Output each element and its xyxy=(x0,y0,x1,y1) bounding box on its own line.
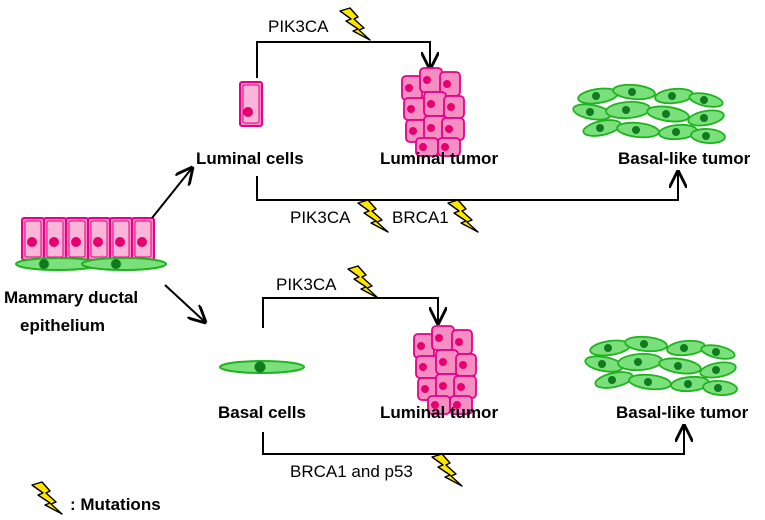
tumor-basal-nucleus xyxy=(662,110,670,118)
tumor-luminal-nucleus xyxy=(453,401,461,409)
tumor-basal-nucleus xyxy=(684,380,692,388)
tumor-basal-nucleus xyxy=(604,344,612,352)
luminal-tumor-bottom-label: Luminal tumor xyxy=(380,403,498,422)
luminal-nucleus xyxy=(243,107,253,117)
epithelium-label-line2: epithelium xyxy=(20,316,105,335)
lightning-bolt-icon xyxy=(31,481,63,515)
bolt-shape xyxy=(31,481,63,515)
luminal-nucleus xyxy=(137,237,147,247)
tumor-luminal-nucleus xyxy=(421,385,429,393)
tumor-luminal-nucleus xyxy=(427,124,435,132)
tumor-basal-nucleus xyxy=(608,376,616,384)
tumor-luminal-nucleus xyxy=(441,143,449,151)
epithelium-label-line1: Mammary ductal xyxy=(4,288,138,307)
arrow-basal-to-basal-like-tumor xyxy=(262,426,684,455)
tumor-luminal-nucleus xyxy=(439,358,447,366)
tumor-luminal-nucleus xyxy=(455,338,463,346)
luminal-nucleus xyxy=(93,237,103,247)
tumor-basal-nucleus xyxy=(586,108,594,116)
luminal-nucleus xyxy=(71,237,81,247)
tumor-luminal-nucleus xyxy=(443,80,451,88)
tumor-luminal-nucleus xyxy=(419,363,427,371)
tumor-basal-nucleus xyxy=(714,384,722,392)
tumor-basal-nucleus xyxy=(592,92,600,100)
tumor-luminal-nucleus xyxy=(457,383,465,391)
tumor-luminal-nucleus xyxy=(459,361,467,369)
tumor-basal-nucleus xyxy=(640,340,648,348)
arrow-luminal-to-basal-like-tumor xyxy=(256,172,678,201)
luminal-tumor-bottom-group xyxy=(413,325,477,415)
bolt-shape xyxy=(431,453,463,487)
bolt-shape xyxy=(357,199,389,233)
tumor-basal-nucleus xyxy=(700,114,708,122)
tumor-basal-nucleus xyxy=(702,132,710,140)
luminal-cell-group xyxy=(239,81,263,127)
tumor-luminal-nucleus xyxy=(435,334,443,342)
mutation-label-top-lower-b: BRCA1 xyxy=(392,208,449,227)
tumor-basal-nucleus xyxy=(700,96,708,104)
arrow-to-luminal-cells xyxy=(151,168,192,219)
basal-layer-cell xyxy=(81,257,167,271)
mutation-label-top-upper: PIK3CA xyxy=(268,17,329,36)
luminal-nucleus xyxy=(115,237,125,247)
mutation-label-bottom-upper: PIK3CA xyxy=(276,275,337,294)
basal-like-tumor-bottom-label: Basal-like tumor xyxy=(616,403,749,422)
tumor-luminal-nucleus xyxy=(419,143,427,151)
basal-like-tumor-top-group xyxy=(572,83,726,144)
lightning-bolt-icon xyxy=(339,7,371,41)
tumor-basal-nucleus xyxy=(634,358,642,366)
lightning-bolt-icon xyxy=(447,199,479,233)
tumor-basal-nucleus xyxy=(712,348,720,356)
basal-nucleus xyxy=(254,361,266,373)
tumor-luminal-nucleus xyxy=(417,342,425,350)
basal-like-tumor-top-label: Basal-like tumor xyxy=(618,149,751,168)
tumor-basal-nucleus xyxy=(672,128,680,136)
luminal-nucleus xyxy=(49,237,59,247)
tumor-luminal-nucleus xyxy=(445,125,453,133)
legend-mutations-label: : Mutations xyxy=(70,495,161,514)
basal-like-tumor-bottom-group xyxy=(584,335,738,396)
mutation-label-top-lower-a: PIK3CA xyxy=(290,208,351,227)
arrow-luminal-to-luminal-tumor xyxy=(256,41,430,78)
tumor-basal-nucleus xyxy=(674,362,682,370)
tumor-basal-nucleus xyxy=(596,124,604,132)
tumor-basal-nucleus xyxy=(628,88,636,96)
tumor-luminal-nucleus xyxy=(447,103,455,111)
tumor-luminal-nucleus xyxy=(409,127,417,135)
basal-nucleus xyxy=(111,259,121,269)
tumor-luminal-nucleus xyxy=(431,401,439,409)
arrow-to-basal-cells xyxy=(164,284,205,322)
arrow-basal-to-luminal-tumor xyxy=(262,297,438,328)
tumor-luminal-nucleus xyxy=(423,76,431,84)
luminal-nucleus xyxy=(27,237,37,247)
tumor-luminal-nucleus xyxy=(407,105,415,113)
bolt-shape xyxy=(347,265,379,299)
luminal-cells-label: Luminal cells xyxy=(196,149,304,168)
tumor-basal-nucleus xyxy=(632,126,640,134)
luminal-tumor-top-label: Luminal tumor xyxy=(380,149,498,168)
mutation-label-bottom-lower: BRCA1 and p53 xyxy=(290,462,413,481)
basal-cells-label: Basal cells xyxy=(218,403,306,422)
bolt-shape xyxy=(447,199,479,233)
tumor-basal-nucleus xyxy=(712,366,720,374)
tumor-luminal-nucleus xyxy=(427,100,435,108)
tumor-luminal-nucleus xyxy=(439,382,447,390)
tumor-basal-nucleus xyxy=(622,106,630,114)
tumor-basal-nucleus xyxy=(598,360,606,368)
tumor-basal-nucleus xyxy=(668,92,676,100)
lightning-bolt-icon xyxy=(431,453,463,487)
tumor-luminal-nucleus xyxy=(405,84,413,92)
bolt-shape xyxy=(339,7,371,41)
basal-nucleus xyxy=(39,259,49,269)
luminal-cell-inner xyxy=(242,84,260,124)
lightning-bolt-icon xyxy=(347,265,379,299)
epithelium-group xyxy=(15,217,167,271)
basal-cell-group xyxy=(219,360,305,374)
tumor-basal-nucleus xyxy=(680,344,688,352)
tumor-basal-nucleus xyxy=(644,378,652,386)
lightning-bolt-icon xyxy=(357,199,389,233)
luminal-tumor-top-group xyxy=(401,67,465,157)
